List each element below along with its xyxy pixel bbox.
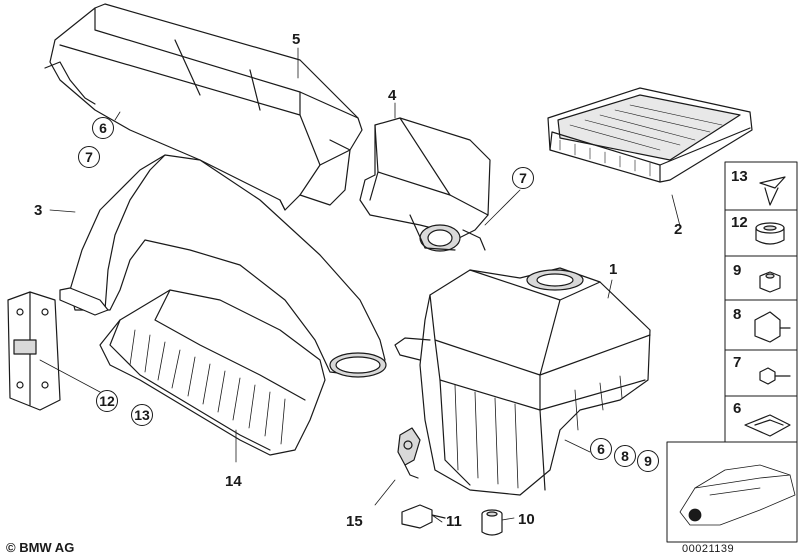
- part-11-connector: [401, 504, 446, 529]
- clip-6-drawing: [744, 414, 791, 437]
- part-15-sensor: [397, 427, 421, 479]
- grommet-12-drawing: [755, 222, 785, 245]
- part-2-air-filter: [547, 87, 753, 183]
- circled-callout-8: 8: [614, 445, 636, 467]
- circled-callout-9: 9: [637, 450, 659, 472]
- part-4-intake-housing: [359, 117, 491, 252]
- circled-callout-13: 13: [131, 404, 153, 426]
- copyright-label: © BMW AG: [6, 540, 75, 555]
- part-10-mount: [481, 509, 503, 536]
- circled-callout-7-top: 7: [78, 146, 100, 168]
- circled-callout-12: 12: [96, 390, 118, 412]
- callout-2: 2: [674, 221, 683, 238]
- side-panel-label-7: 7: [733, 354, 742, 371]
- diagram-id: 00021139: [682, 543, 735, 555]
- callout-15: 15: [346, 513, 363, 530]
- circled-callout-7-right: 7: [512, 167, 534, 189]
- part-3-intake-duct: [59, 154, 387, 378]
- callout-14: 14: [225, 473, 242, 490]
- side-panel-label-6: 6: [733, 400, 742, 417]
- air-box-ribs: [454, 375, 623, 489]
- callout-10: 10: [518, 511, 535, 528]
- side-panel-label-13: 13: [731, 168, 748, 185]
- circled-callout-6-top: 6: [92, 117, 114, 139]
- part-5-cover: [44, 3, 363, 211]
- callout-1: 1: [609, 261, 618, 278]
- air-filter-pleats: [559, 104, 723, 177]
- circled-callout-6-bottom: 6: [590, 438, 612, 460]
- callout-11: 11: [446, 513, 462, 530]
- bolt-7-drawing: [759, 367, 791, 385]
- left-bracket: [7, 291, 61, 411]
- leader-lines: [39, 47, 681, 523]
- side-panel-label-8: 8: [733, 306, 742, 323]
- callout-5: 5: [292, 31, 301, 48]
- resonator-ribs: [129, 329, 286, 445]
- side-panel-label-12: 12: [731, 214, 748, 231]
- side-panel-label-9: 9: [733, 262, 742, 279]
- car-locator-drawing: [679, 464, 796, 526]
- stud-8-drawing: [754, 311, 791, 343]
- nut-9-drawing: [759, 271, 781, 293]
- part-14-resonator: [99, 289, 326, 456]
- part-1-air-box: [394, 267, 651, 496]
- callout-3: 3: [34, 202, 43, 219]
- callout-4: 4: [388, 87, 397, 104]
- clip-13-drawing: [759, 176, 786, 206]
